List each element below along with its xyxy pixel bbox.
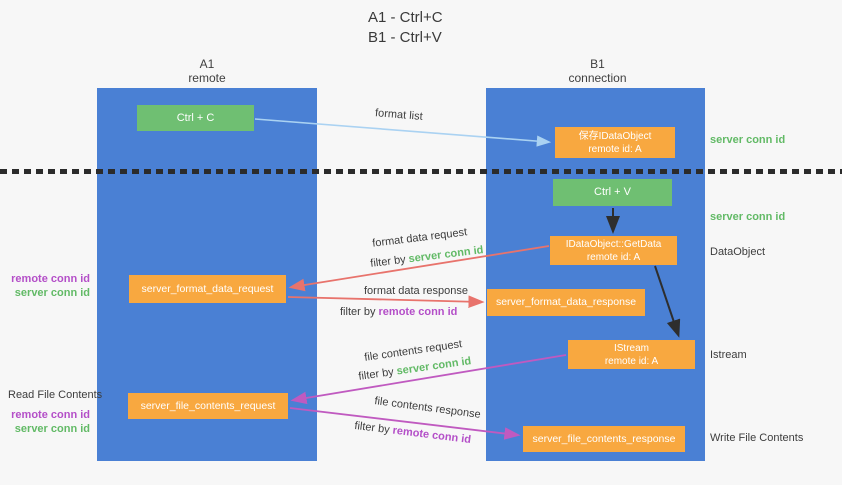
title-line-ctrl-c: A1 - Ctrl+C xyxy=(368,9,443,26)
server-conn-id-label-left-bottom: server conn id xyxy=(14,423,90,435)
lane-header-b1: B1 connection xyxy=(535,57,660,85)
getdata-line1: IDataObject::GetData xyxy=(565,238,662,250)
getdata-line2: remote id: A xyxy=(586,251,641,263)
server-file-contents-response-box: server_file_contents_response xyxy=(523,426,685,452)
read-file-contents-label: Read File Contents xyxy=(8,389,103,401)
format-data-response-arrow-label: format data response xyxy=(364,285,468,297)
server-conn-id-label-top-right: server conn id xyxy=(710,134,786,146)
server-file-contents-response-label: server_file_contents_response xyxy=(532,432,676,445)
ctrl-v-box: Ctrl + V xyxy=(553,179,672,206)
format-list-arrow-label: format list xyxy=(374,107,424,123)
filter-by-text: filter by xyxy=(369,253,410,270)
session-divider-dotted-line xyxy=(0,169,842,174)
server-conn-id-label-left-top: server conn id xyxy=(14,287,90,299)
ctrl-c-box: Ctrl + C xyxy=(137,105,254,131)
file-contents-response-filter-label: filter by remote conn id xyxy=(354,419,472,447)
ctrl-c-label: Ctrl + C xyxy=(176,111,215,124)
server-conn-id-text: server conn id xyxy=(407,244,485,266)
filter-by-text: filter by xyxy=(340,306,379,318)
server-conn-id-label-mid-right: server conn id xyxy=(710,211,786,223)
ctrl-v-label: Ctrl + V xyxy=(594,186,631,198)
diagram-title: A1 - Ctrl+C B1 - Ctrl+V xyxy=(368,8,443,48)
remote-conn-id-label-left-bottom: remote conn id xyxy=(11,409,90,421)
lane-a1-name: A1 xyxy=(199,57,215,71)
filter-by-text: filter by xyxy=(357,365,398,383)
lane-b1-subtitle: connection xyxy=(568,71,627,85)
server-file-contents-request-label: server_file_contents_request xyxy=(140,399,276,412)
title-line-ctrl-v: B1 - Ctrl+V xyxy=(368,29,442,46)
server-format-data-request-box: server_format_data_request xyxy=(129,275,286,303)
istream-line2: remote id: A xyxy=(604,355,659,367)
server-file-contents-request-box: server_file_contents_request xyxy=(128,393,288,419)
lane-header-a1: A1 remote xyxy=(147,57,267,85)
server-format-data-response-label: server_format_data_response xyxy=(495,296,637,308)
remote-conn-id-text: remote conn id xyxy=(378,306,458,318)
write-file-contents-label: Write File Contents xyxy=(710,432,804,444)
idataobject-getdata-box: IDataObject::GetData remote id: A xyxy=(550,236,677,265)
istream-side-label: Istream xyxy=(710,349,747,361)
istream-line1: IStream xyxy=(613,342,649,354)
save-idataobject-line1: 保存IDataObject xyxy=(578,130,652,142)
save-idataobject-line2: remote id: A xyxy=(588,143,642,155)
filter-by-text: filter by xyxy=(353,419,394,437)
lane-a1-subtitle: remote xyxy=(188,71,226,85)
format-data-response-filter-label: filter by remote conn id xyxy=(340,305,457,319)
server-format-data-response-box: server_format_data_response xyxy=(487,289,645,316)
file-contents-response-arrow-label: file contents response xyxy=(373,395,482,421)
istream-box: IStream remote id: A xyxy=(568,340,695,369)
remote-conn-id-text: remote conn id xyxy=(391,424,472,447)
server-format-data-request-label: server_format_data_request xyxy=(141,282,274,295)
save-idataobject-box: 保存IDataObject remote id: A xyxy=(555,127,675,158)
lane-b1-name: B1 xyxy=(590,57,605,71)
left-conn-id-group-top: remote conn id server conn id xyxy=(0,272,90,300)
left-conn-id-group-bottom: remote conn id server conn id xyxy=(0,408,90,436)
dataobject-label: DataObject xyxy=(710,246,766,258)
remote-conn-id-label-left-top: remote conn id xyxy=(11,273,90,285)
